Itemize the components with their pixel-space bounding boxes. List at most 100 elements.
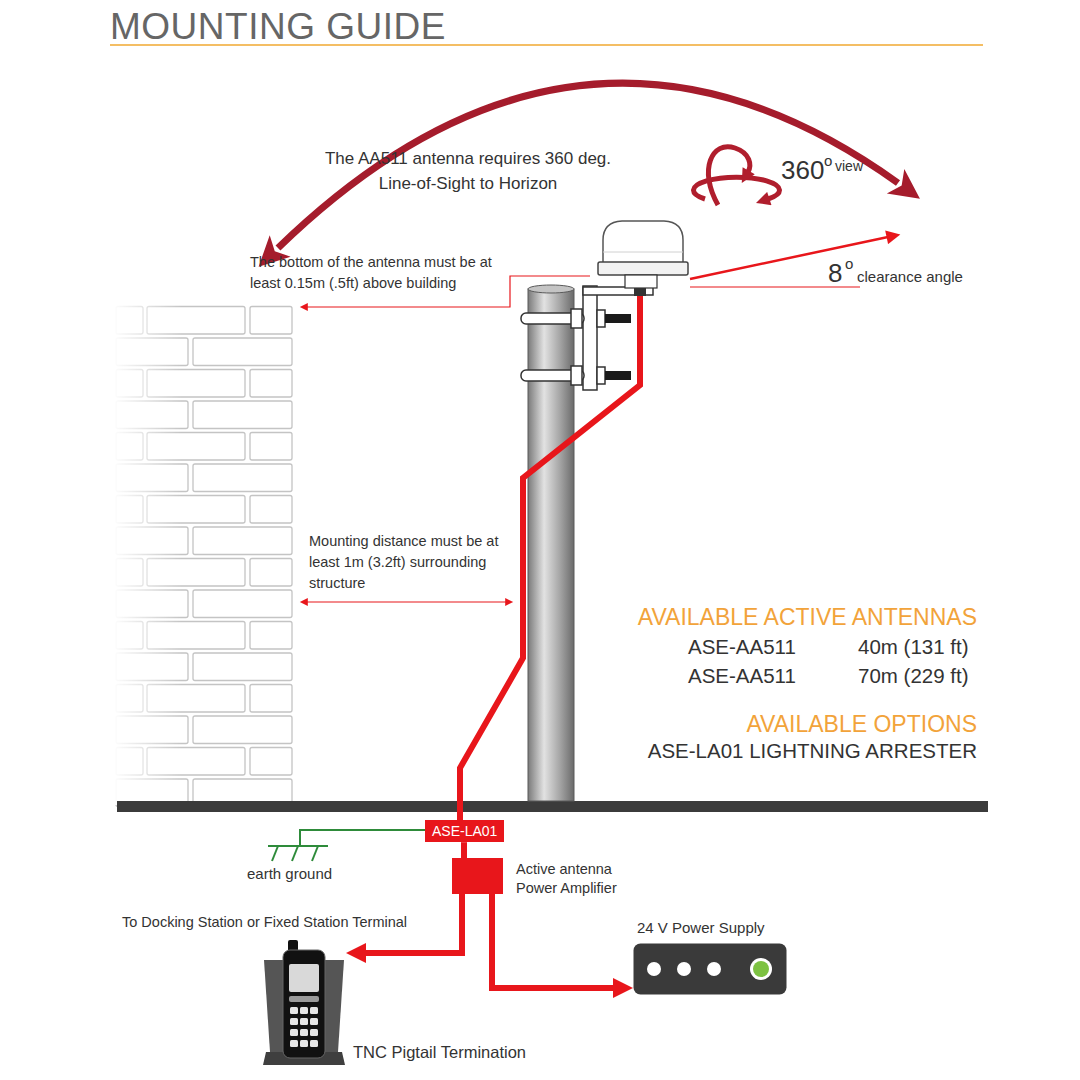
- rotation-icon-part: [694, 177, 780, 199]
- brick: [250, 433, 292, 461]
- power-supply-body: [633, 943, 787, 995]
- requirement-note: The AA511 antenna requires 360 deg. Line…: [318, 147, 618, 196]
- power-supply-body-part: [750, 958, 772, 980]
- handset-dock-icon-part: [290, 1029, 298, 1036]
- earth-ground-symbol-part: [312, 846, 318, 861]
- power-supply-body-part: [634, 944, 787, 995]
- degree-sign: o: [824, 151, 832, 171]
- handset-dock-icon-part: [300, 1018, 308, 1025]
- model-name: ASE-AA511: [688, 634, 796, 661]
- mounting-bracket-part: [597, 367, 605, 384]
- handset-dock-icon-part: [300, 1007, 308, 1014]
- antenna-part: [625, 275, 657, 288]
- mounting-bracket-part: [583, 287, 653, 295]
- brick: [250, 685, 292, 713]
- antenna-part: [603, 221, 683, 263]
- section-heading: AVAILABLE ACTIVE ANTENNAS: [638, 603, 977, 633]
- distance-note: Mounting distance must be at least 1m (3…: [309, 531, 514, 594]
- power-supply-body-part: [707, 962, 721, 976]
- handset-dock-icon-part: [310, 1018, 318, 1025]
- handset-dock-icon-part: [310, 1007, 318, 1014]
- mounting-bracket-part: [605, 314, 631, 323]
- node-label: ASE-LA01: [432, 822, 497, 840]
- handset-dock-icon-part: [290, 1007, 298, 1014]
- mounting-bracket-part: [597, 310, 605, 327]
- section-heading: AVAILABLE OPTIONS: [746, 710, 977, 740]
- brick: [193, 464, 292, 492]
- handset-dock-icon-part: [300, 1040, 308, 1047]
- brick: [250, 748, 292, 776]
- brick: [193, 527, 292, 555]
- mounting-bracket-part: [571, 366, 582, 385]
- antenna-part: [598, 262, 688, 275]
- power-supply: 24 V Power Supply: [633, 943, 787, 995]
- antenna-part: [603, 252, 683, 253]
- pole-part: [528, 285, 574, 293]
- antenna-cable: [460, 296, 640, 820]
- node-label: Active antenna Power Amplifier: [516, 860, 641, 898]
- brick: [250, 370, 292, 398]
- node-label: To Docking Station or Fixed Station Term…: [122, 913, 407, 932]
- handset-dock-icon-part: [289, 996, 319, 1002]
- distance-dimension: [307, 601, 506, 602]
- ground-label: earth ground: [247, 864, 332, 884]
- earth-ground-symbol-part: [272, 846, 278, 861]
- pole: [528, 285, 574, 801]
- cable-connector: [461, 842, 467, 858]
- height-note: The bottom of the antenna must be at lea…: [250, 252, 502, 294]
- earth-ground-symbol-part: [292, 846, 298, 861]
- power-supply-body-part: [677, 962, 691, 976]
- brick: [193, 716, 292, 744]
- rotation-icon: [694, 147, 780, 205]
- brick: [250, 622, 292, 650]
- ground-bar: [117, 801, 988, 812]
- handset-dock-icon-part: [290, 1018, 298, 1025]
- option-name: ASE-LA01 LIGHTNING ARRESTER: [648, 738, 977, 765]
- horizon-arc-arrow: [278, 83, 898, 248]
- mounting-bracket: [521, 286, 653, 390]
- model-name: ASE-AA511: [688, 663, 796, 690]
- handset-dock-icon-part: [290, 1040, 298, 1047]
- rotation-icon-part: [708, 147, 749, 205]
- brick: [250, 307, 292, 335]
- earth-ground-symbol: [268, 830, 425, 861]
- wall-fade: [112, 300, 182, 805]
- brick: [250, 559, 292, 587]
- degree-sign: o: [845, 254, 853, 274]
- arrester-box: ASE-LA01: [425, 820, 504, 842]
- handset-dock-icon-part: [289, 964, 319, 992]
- cable-connector: [492, 894, 615, 988]
- brick: [193, 401, 292, 429]
- power-supply-body-part: [647, 962, 661, 976]
- pole-part: [528, 289, 574, 801]
- amplifier-box: Active antenna Power Amplifier: [452, 858, 503, 894]
- handset-dock-icon-part: [310, 1029, 318, 1036]
- brick: [250, 496, 292, 524]
- antenna-part: [634, 288, 646, 296]
- brick: [193, 653, 292, 681]
- brick: [193, 338, 292, 366]
- terminal-device: To Docking Station or Fixed Station Term…: [262, 940, 346, 1066]
- cable-length: 70m (229 ft): [858, 663, 969, 690]
- brick: [193, 590, 292, 618]
- power-supply-body-part: [753, 961, 769, 977]
- clearance-degrees: 8: [828, 257, 842, 291]
- view-word: view: [835, 157, 863, 175]
- node-label: 24 V Power Supply: [637, 918, 765, 938]
- title: MOUNTING GUIDE: [110, 3, 446, 51]
- handset-dock-icon-part: [300, 1029, 308, 1036]
- handset-dock-icon-part: [283, 950, 325, 1058]
- handset-dock-icon: [262, 940, 346, 1066]
- cable-length: 40m (131 ft): [858, 634, 969, 661]
- antenna: [598, 221, 688, 296]
- ground-bar-part: [117, 801, 988, 812]
- mounting-bracket-part: [583, 286, 597, 390]
- mounting-bracket-part: [605, 371, 631, 380]
- mounting-bracket-part: [571, 309, 582, 328]
- node-caption: TNC Pigtail Termination: [353, 1042, 526, 1063]
- clearance-word: clearance angle: [857, 267, 963, 287]
- handset-dock-icon-part: [310, 1040, 318, 1047]
- view-degrees: 360: [781, 154, 824, 188]
- earth-ground-symbol-part: [300, 830, 425, 846]
